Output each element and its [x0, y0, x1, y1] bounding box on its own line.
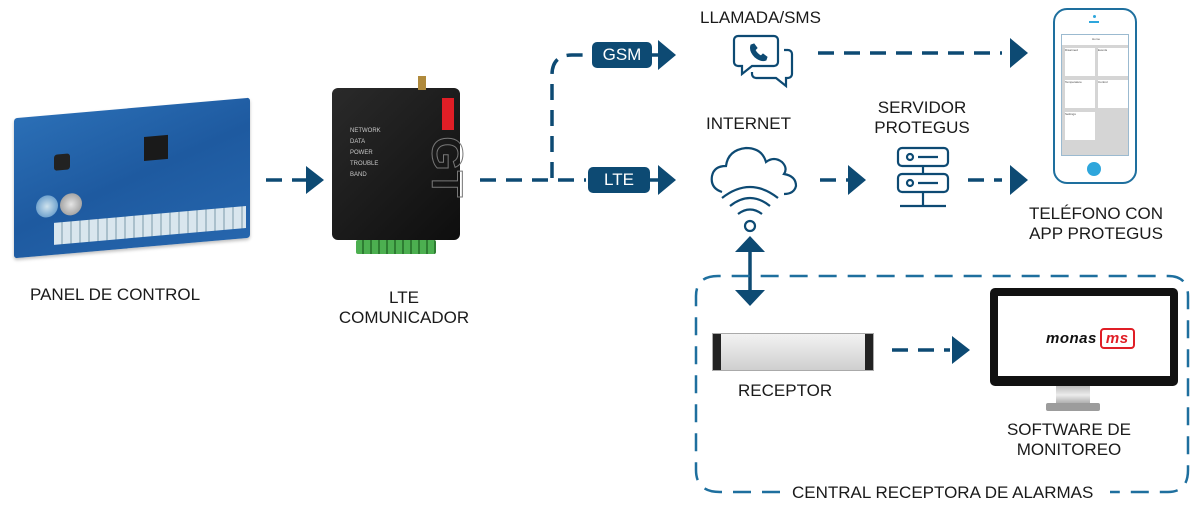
arrowhead	[848, 165, 866, 195]
pcb-chip	[144, 134, 168, 161]
monitoring-label-line1: SOFTWARE DE	[1006, 420, 1132, 439]
antenna-connector	[418, 76, 426, 90]
cloud-wifi-icon	[710, 146, 798, 233]
arrowhead-down	[735, 290, 765, 306]
arrowhead	[952, 336, 970, 364]
pcb-capacitor	[36, 194, 58, 219]
arrowhead	[658, 40, 676, 70]
phone-home-button	[1087, 162, 1101, 176]
call-sms-label: LLAMADA/SMS	[700, 8, 821, 27]
server-label-line2: PROTEGUS	[874, 118, 970, 137]
server-icon	[896, 146, 950, 208]
app-screen: Home Disarmed Events Temperature Control…	[1061, 34, 1129, 156]
arrowhead	[1010, 165, 1028, 195]
lte-label: LTE	[604, 170, 634, 189]
monitoring-label: SOFTWARE DE MONITOREO	[994, 420, 1144, 460]
arrowhead	[306, 166, 324, 194]
led-label: TROUBLE	[350, 161, 379, 167]
lte-badge: LTE	[588, 167, 650, 193]
app-tile-control: Control	[1098, 80, 1128, 108]
pcb-terminal-block	[54, 206, 246, 245]
communicator-image: NETWORK DATA POWER TROUBLE BAND GT	[332, 76, 472, 254]
led-label: NETWORK	[350, 128, 381, 134]
chat-phone-icon	[732, 34, 794, 89]
logo-text: monas	[1046, 330, 1097, 347]
brand-tag	[442, 98, 454, 130]
communicator-label: LTE COMUNICADOR	[334, 288, 474, 328]
receiver-label: RECEPTOR	[738, 381, 833, 400]
terminal-block	[356, 240, 436, 254]
monitor-stand-base	[1046, 403, 1100, 411]
app-header-title: Home	[1092, 37, 1101, 41]
led-label: BAND	[350, 172, 367, 178]
server-label: SERVIDOR PROTEGUS	[862, 98, 982, 138]
phone-image: Home Disarmed Events Temperature Control…	[1053, 8, 1137, 184]
rack-ear	[865, 334, 873, 370]
receiver-image	[712, 333, 874, 371]
monitor-stand	[1056, 386, 1090, 404]
arrowhead	[658, 165, 676, 195]
gsm-label: GSM	[602, 45, 642, 64]
app-tile-events: Events	[1098, 48, 1128, 76]
arrowhead-up	[735, 236, 765, 252]
led-label: POWER	[350, 150, 373, 156]
led-labels: NETWORK DATA POWER TROUBLE BAND	[350, 126, 381, 181]
app-header: Home	[1062, 35, 1128, 45]
phone-camera	[1093, 15, 1096, 18]
panel-label: PANEL DE CONTROL	[30, 285, 201, 304]
gsm-badge: GSM	[592, 42, 652, 68]
group-label: CENTRAL RECEPTORA DE ALARMAS	[788, 483, 1098, 503]
pcb-capacitor	[60, 192, 82, 217]
device-mark: GT	[422, 136, 472, 198]
rack-ear	[713, 334, 721, 370]
server-label-line1: SERVIDOR	[877, 98, 967, 117]
phone-label-line1: TELÉFONO CON	[1028, 204, 1164, 223]
phone-speaker	[1089, 21, 1099, 23]
arrowhead	[1010, 38, 1028, 68]
monitoring-label-line2: MONITOREO	[1016, 440, 1122, 459]
control-panel-image	[14, 97, 250, 259]
phone-label: TELÉFONO CON APP PROTEGUS	[1016, 204, 1176, 244]
phone-label-line2: APP PROTEGUS	[1029, 224, 1163, 243]
app-tile-disarmed: Disarmed	[1065, 48, 1095, 76]
led-label: DATA	[350, 139, 366, 145]
communicator-label-line2: COMUNICADOR	[338, 308, 470, 327]
logo-badge: ms	[1099, 328, 1135, 349]
communicator-label-line1: LTE	[389, 288, 419, 307]
group-border	[694, 274, 1190, 494]
internet-label: INTERNET	[706, 114, 791, 133]
app-tile-settings: Settings	[1065, 112, 1095, 140]
link-branch-gsm	[550, 53, 590, 178]
app-tile-temperature: Temperature	[1065, 80, 1095, 108]
pcb-inductor	[54, 153, 70, 171]
